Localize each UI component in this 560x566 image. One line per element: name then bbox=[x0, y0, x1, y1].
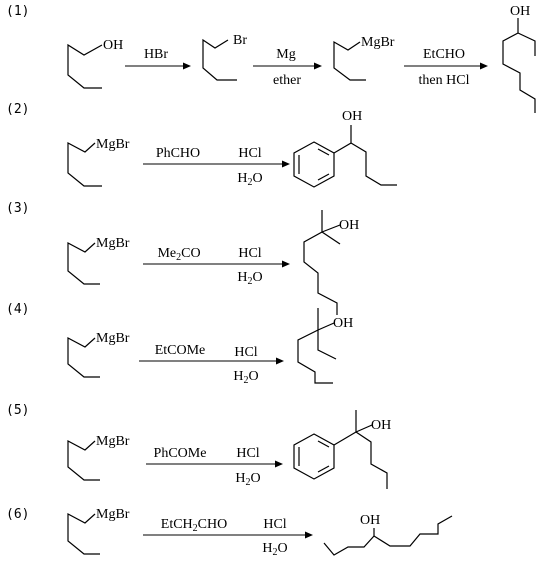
reagent-mg: Mg bbox=[276, 47, 295, 62]
benzene-2-db1 bbox=[317, 148, 330, 156]
reagent-me2co: Me2CO bbox=[157, 246, 200, 263]
butanol-skeleton bbox=[67, 43, 103, 89]
product-4-oh-label: OH bbox=[333, 316, 353, 331]
reagent-phcho: PhCHO bbox=[156, 146, 200, 161]
reagent-etcome: EtCOMe bbox=[155, 343, 206, 358]
butanol-oh-label: OH bbox=[103, 38, 123, 53]
arrow-2-head bbox=[282, 160, 290, 168]
reagent-h2o-5: H2O bbox=[235, 471, 260, 488]
product-5-ring-bond bbox=[333, 431, 357, 446]
arrow-1c-head bbox=[480, 62, 488, 70]
reagent-h2o-4: H2O bbox=[233, 369, 258, 386]
butylmgbr-2-skeleton bbox=[67, 142, 102, 187]
butylmgbr-3-skeleton bbox=[67, 242, 100, 285]
bromobutane-br-label: Br bbox=[233, 33, 247, 48]
product-5-oh-bond bbox=[355, 424, 373, 433]
product-5-butyl bbox=[355, 431, 388, 489]
reagent-ether: ether bbox=[273, 73, 301, 88]
step-number-6: (6) bbox=[6, 507, 29, 522]
butylmgbr-2-label: MgBr bbox=[96, 137, 130, 152]
butylmgbr-6-label: MgBr bbox=[96, 507, 130, 522]
benzene-5-db1 bbox=[317, 440, 330, 448]
arrow-1b-head bbox=[314, 62, 322, 70]
reagent-h2o-2: H2O bbox=[237, 171, 262, 188]
reagent-hbr: HBr bbox=[144, 47, 168, 62]
product-5-oh-label: OH bbox=[371, 418, 391, 433]
reagent-etch2cho: EtCH2CHO bbox=[161, 517, 227, 534]
butylmgbr-3-label: MgBr bbox=[96, 236, 130, 251]
butylmgbr-5-label: MgBr bbox=[96, 434, 130, 449]
arrow-3-head bbox=[282, 260, 290, 268]
product-4-backbone bbox=[297, 308, 333, 384]
step-number-1: (1) bbox=[6, 4, 29, 19]
step-number-3: (3) bbox=[6, 201, 29, 216]
product-2-oh-label: OH bbox=[342, 109, 362, 124]
product-4-oh-bond bbox=[317, 322, 335, 331]
butylmgbr-1-label: MgBr bbox=[361, 35, 395, 50]
reagent-h2o-6: H2O bbox=[262, 541, 287, 558]
benzene-5-db2 bbox=[317, 465, 330, 473]
product-3-oh-bond bbox=[321, 224, 341, 233]
arrow-5-head bbox=[275, 460, 283, 468]
heptanol-backbone bbox=[502, 18, 536, 113]
butylmgbr-4-skeleton bbox=[67, 337, 100, 378]
product-6-backbone bbox=[323, 515, 453, 556]
bromobutane-skeleton bbox=[202, 38, 237, 81]
product-3-methyl bbox=[321, 231, 341, 245]
reagent-then-hcl: then HCl bbox=[419, 73, 470, 88]
step-number-5: (5) bbox=[6, 403, 29, 418]
heptanol-ethyl-branch bbox=[517, 32, 536, 56]
arrow-1a-head bbox=[183, 62, 191, 70]
reagent-hcl-2: HCl bbox=[238, 146, 261, 161]
butylmgbr-5-skeleton bbox=[67, 440, 100, 481]
reagent-phcome: PhCOMe bbox=[154, 446, 207, 461]
product-6-oh-label: OH bbox=[360, 513, 380, 528]
butylmgbr-1-skeleton bbox=[333, 40, 366, 81]
benzene-ring-2 bbox=[293, 141, 335, 188]
reagent-hcl-4: HCl bbox=[234, 345, 257, 360]
reagent-hcl-6: HCl bbox=[263, 517, 286, 532]
product-3-oh-label: OH bbox=[339, 218, 359, 233]
product-4-ethyl bbox=[317, 330, 337, 360]
benzene-ring-5 bbox=[293, 433, 335, 480]
heptanol-oh-label: OH bbox=[510, 4, 530, 19]
reagent-hcl-5: HCl bbox=[236, 446, 259, 461]
carbinol-2-bonds bbox=[333, 125, 352, 154]
step-number-2: (2) bbox=[6, 102, 29, 117]
arrow-6-head bbox=[305, 531, 313, 539]
butylmgbr-6-skeleton bbox=[67, 513, 100, 555]
arrow-4-head bbox=[276, 357, 284, 365]
product-3-backbone bbox=[303, 210, 338, 315]
step-number-4: (4) bbox=[6, 302, 29, 317]
reagent-hcl-3: HCl bbox=[238, 246, 261, 261]
reagent-h2o-3: H2O bbox=[237, 270, 262, 287]
butylmgbr-4-label: MgBr bbox=[96, 331, 130, 346]
reagent-etcho: EtCHO bbox=[423, 47, 465, 62]
benzene-2-db2 bbox=[317, 173, 330, 181]
butyl-chain-2 bbox=[350, 142, 397, 186]
